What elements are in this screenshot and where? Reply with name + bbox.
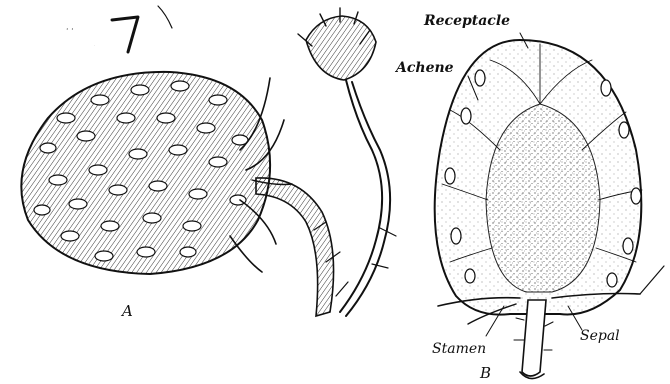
handwritten-scribble: · ·: [66, 6, 172, 52]
panel-label-a: A: [120, 302, 133, 320]
strawberry-fruit: [21, 72, 292, 274]
strawberry-section: [435, 40, 664, 379]
label-receptacle: Receptacle: [423, 13, 510, 29]
panel-label-b: B: [479, 364, 491, 382]
flower-bud: [298, 8, 396, 316]
label-stamen: Stamen: [432, 341, 486, 357]
label-achene: Achene: [394, 60, 454, 76]
fruit-stem: [256, 178, 348, 316]
scribble-dots: · ·: [66, 25, 74, 34]
scribble-text: 7: [94, 45, 95, 47]
label-sepal: Sepal: [580, 328, 620, 344]
